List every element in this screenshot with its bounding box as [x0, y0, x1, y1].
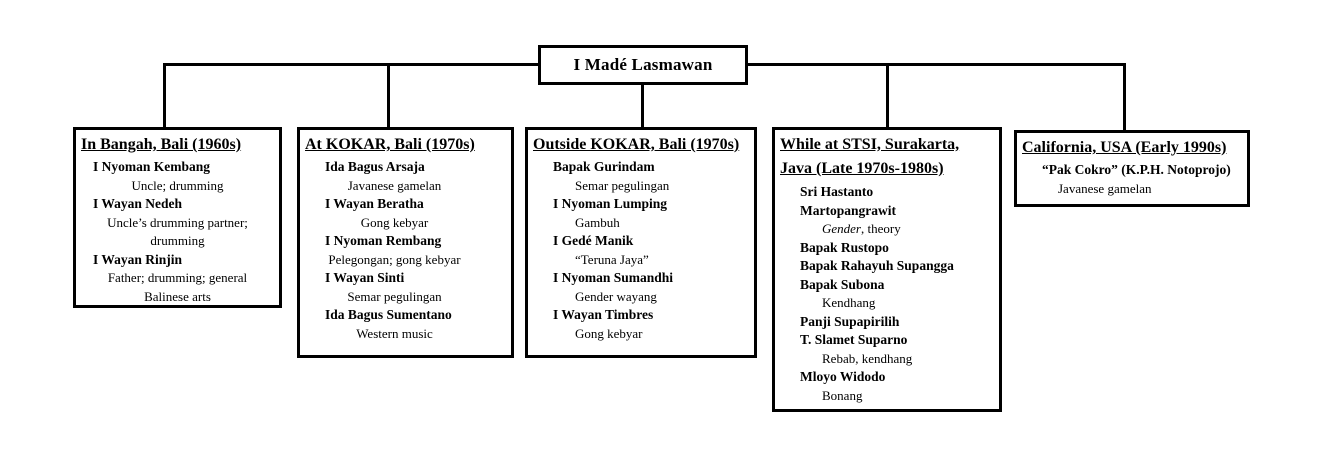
person-desc: Bonang — [822, 387, 863, 403]
person-desc: Gong kebyar — [575, 325, 643, 341]
person-name: “Pak Cokro” (K.P.H. Notoprojo) — [1042, 162, 1231, 177]
person-name: Sri Hastanto — [800, 184, 874, 199]
connector-drop-line-5 — [1123, 63, 1126, 130]
root-name: I Madé Lasmawan — [573, 55, 713, 74]
person-desc: Uncle’s drumming partner; drumming — [107, 214, 248, 249]
group-box-california-usa: California, USA (Early 1990s) “Pak Cokro… — [1014, 130, 1250, 207]
connector-drop-line-2 — [387, 63, 390, 127]
connector-drop-line-4 — [886, 63, 889, 127]
person-name: Ida Bagus Sumentano — [325, 307, 452, 322]
person-name: Panji Supapirilih — [800, 313, 900, 329]
person-desc: “Teruna Jaya” — [575, 251, 649, 267]
group-title: Outside KOKAR, Bali (1970s) — [533, 136, 740, 153]
person-desc-italic: Gender — [822, 221, 861, 236]
person-name: Mloyo Widodo — [800, 369, 886, 384]
person-desc: Gong kebyar — [360, 214, 429, 230]
group-title: California, USA (Early 1990s) — [1022, 139, 1227, 156]
person-name: Bapak Rahayuh Supangga — [800, 258, 954, 273]
person-desc: Javanese gamelan — [347, 177, 442, 193]
person-name: I Nyoman Sumandhi — [553, 270, 674, 285]
person-desc: Semar pegulingan — [347, 288, 442, 304]
person-name: I Gedé Manik — [553, 233, 634, 248]
person-name: I Nyoman Kembang — [93, 159, 211, 174]
person-desc: Semar pegulingan — [575, 177, 670, 193]
person-name: I Wayan Nedeh — [93, 196, 183, 211]
person-name: I Nyoman Lumping — [553, 196, 668, 211]
person-name: I Wayan Sinti — [325, 270, 405, 285]
group-box-outside-kokar: Outside KOKAR, Bali (1970s) Bapak Gurind… — [525, 127, 757, 358]
person-desc: Kendhang — [822, 295, 876, 310]
connector-drop-line-1 — [163, 63, 166, 127]
person-name: I Wayan Timbres — [553, 307, 654, 322]
person-name: Bapak Gurindam — [553, 159, 655, 174]
person-desc: Gender wayang — [575, 288, 657, 304]
person-desc: Uncle; drumming — [131, 177, 224, 193]
person-desc: Gambuh — [575, 214, 620, 230]
group-title: In Bangah, Bali (1960s) — [81, 136, 242, 153]
person-desc: Gender, theory — [822, 220, 994, 239]
group-title: At KOKAR, Bali (1970s) — [305, 136, 475, 153]
person-name: I Wayan Beratha — [325, 196, 424, 211]
connector-drop-line-3 — [641, 84, 644, 127]
person-name: Martopangrawit — [800, 202, 896, 218]
person-desc: Father; drumming; general Balinese arts — [107, 270, 248, 304]
person-name: I Nyoman Rembang — [325, 233, 442, 248]
root-box: I Madé Lasmawan — [538, 45, 748, 85]
person-name: Bapak Rustopo — [800, 239, 889, 255]
person-name: I Wayan Rinjin — [93, 251, 183, 267]
group-box-stsi-surakarta: While at STSI, Surakarta, Java (Late 197… — [772, 127, 1002, 412]
person-name: Ida Bagus Arsaja — [325, 159, 425, 174]
group-box-kokar-bali: At KOKAR, Bali (1970s) Ida Bagus Arsaja … — [297, 127, 514, 358]
person-desc: Rebab, kendhang — [822, 350, 913, 366]
person-desc-rest: , theory — [861, 221, 901, 236]
group-title: While at STSI, Surakarta, Java (Late 197… — [780, 136, 960, 177]
person-name: T. Slamet Suparno — [800, 332, 908, 347]
person-desc: Pelegongan; gong kebyar — [328, 251, 461, 267]
person-desc: Javanese gamelan — [1058, 180, 1152, 196]
person-desc: Western music — [356, 325, 433, 341]
group-box-bangah-bali: In Bangah, Bali (1960s) I Nyoman Kembang… — [73, 127, 282, 308]
person-name: Bapak Subona — [800, 276, 885, 292]
